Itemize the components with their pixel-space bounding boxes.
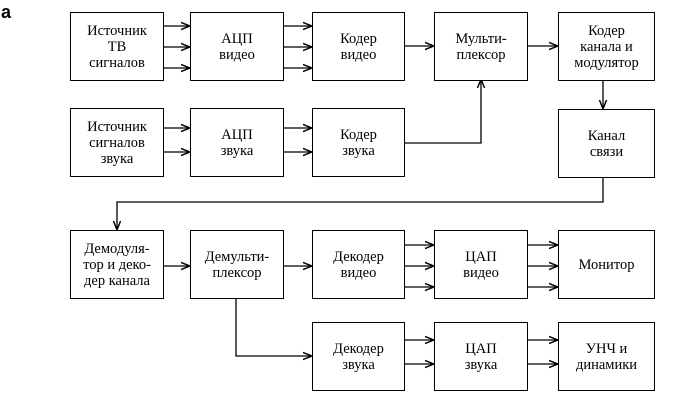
multiplexer-block: Мульти- плексор — [434, 12, 528, 81]
audio-decoder-block: Декодер звука — [312, 322, 405, 391]
video-coder-block: Кодер видео — [312, 12, 405, 81]
communication-channel-block: Канал связи — [558, 109, 655, 178]
video-decoder-block: Декодер видео — [312, 230, 405, 299]
wire-acoder-mux — [405, 80, 481, 144]
monitor-block: Монитор — [558, 230, 655, 299]
demodulator-channel-decoder-block: Демодуля- тор и деко- дер канала — [70, 230, 164, 299]
adc-video-block: АЦП видео — [190, 12, 284, 81]
wire-channel-demod — [117, 178, 604, 229]
figure-mark: a — [1, 2, 12, 22]
dac-audio-block: ЦАП звука — [434, 322, 528, 391]
adc-audio-block: АЦП звука — [190, 108, 284, 177]
audio-coder-block: Кодер звука — [312, 108, 405, 177]
tv-signal-source-block: Источник ТВ сигналов — [70, 12, 164, 81]
wire-demux-adec — [235, 299, 311, 356]
demultiplexer-block: Демульти- плексор — [190, 230, 284, 299]
dac-video-block: ЦАП видео — [434, 230, 528, 299]
amplifier-speakers-block: УНЧ и динамики — [558, 322, 655, 391]
channel-coder-modulator-block: Кодер канала и модулятор — [558, 12, 655, 81]
audio-signal-source-block: Источник сигналов звука — [70, 108, 164, 177]
